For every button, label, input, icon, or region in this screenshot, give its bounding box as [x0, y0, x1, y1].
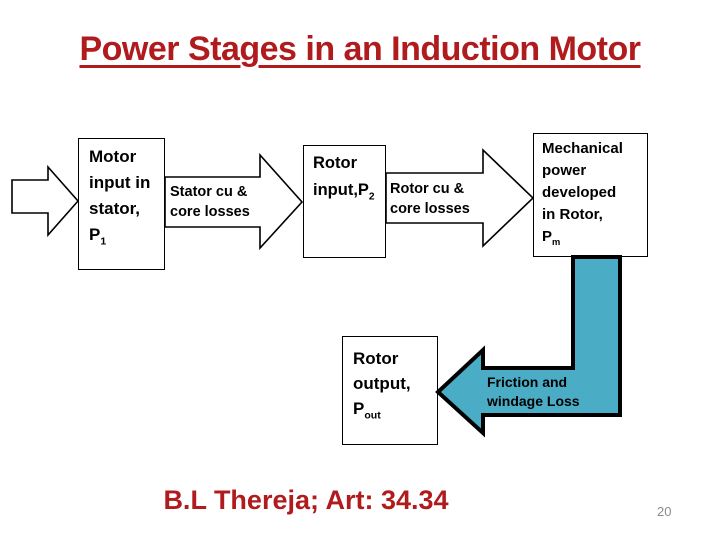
page-number: 20 — [657, 504, 672, 519]
box-text-line: Mechanical — [542, 140, 623, 157]
box-text-line: input in — [89, 173, 151, 192]
box-text-line: power — [542, 162, 587, 179]
page-title: Power Stages in an Induction Motor — [79, 30, 641, 68]
box-text-line: output, — [353, 374, 411, 393]
power-symbol-p1: P1 — [89, 225, 107, 248]
input-arrow-icon — [11, 164, 80, 238]
friction-windage-loss-label: Friction and windage Loss — [487, 374, 580, 409]
rotor-loss-label: Rotor cu & core losses — [390, 181, 470, 217]
box-motor-input-stator: Motor input in stator, P1 — [78, 138, 165, 270]
power-symbol-pout: Pout — [353, 399, 381, 422]
box-rotor-input: Rotor input,P2 — [303, 145, 386, 258]
box-text-line: developed — [542, 184, 617, 201]
box-text-line: Rotor — [353, 349, 399, 368]
power-symbol-p2: input,P2 — [313, 181, 375, 203]
citation-text: B.L Thereja; Art: 34.34 — [163, 485, 449, 515]
box-text-line: in Rotor, — [542, 206, 603, 223]
box-text-line: Rotor — [313, 154, 357, 172]
box-text-line: stator, — [89, 199, 141, 218]
box-mechanical-power: Mechanical power developed in Rotor, Pm — [533, 133, 648, 257]
box-text-line: Motor — [89, 147, 137, 166]
stator-loss-label: Stator cu & core losses — [170, 184, 250, 220]
power-symbol-pm: Pm — [542, 228, 561, 247]
box-rotor-output: Rotor output, Pout — [342, 336, 438, 445]
